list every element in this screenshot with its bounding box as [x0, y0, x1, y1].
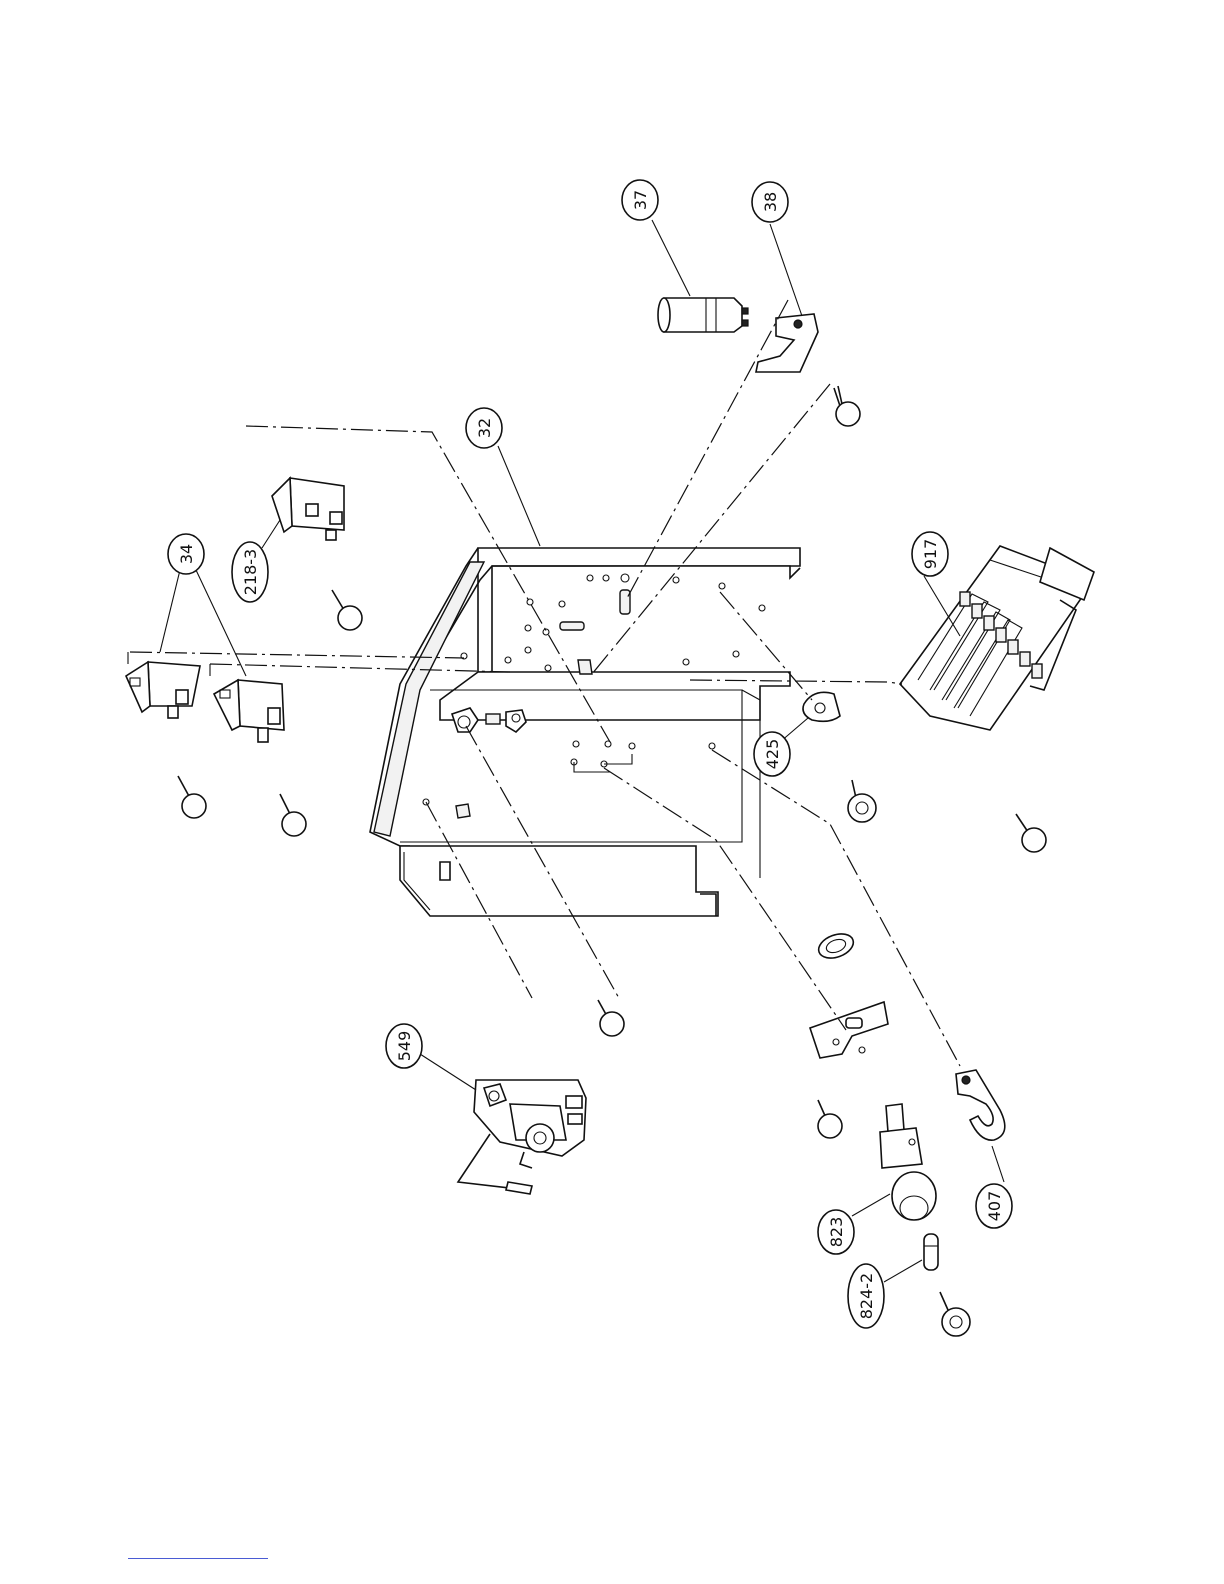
screw-icon-6 — [1016, 814, 1046, 852]
fuse-part-824-2 — [924, 1234, 938, 1270]
screw-icon-1 — [834, 386, 860, 426]
screw-icon-2 — [332, 590, 362, 630]
callout-549: 549 — [386, 1024, 422, 1068]
svg-text:824-2: 824-2 — [857, 1273, 876, 1320]
svg-text:823: 823 — [827, 1217, 846, 1248]
callout-917: 917 — [912, 532, 948, 576]
svg-text:917: 917 — [921, 539, 940, 570]
svg-text:38: 38 — [761, 192, 780, 212]
svg-text:425: 425 — [763, 739, 782, 770]
callout-407: 407 — [976, 1184, 1012, 1228]
svg-text:37: 37 — [631, 190, 650, 210]
hook-part-407 — [956, 1070, 1005, 1140]
clip-part-425 — [803, 692, 840, 721]
footer-rule — [128, 1558, 268, 1559]
callout-32: 32 — [466, 408, 502, 448]
screw-icon-3 — [178, 776, 206, 818]
capacitor-part-37 — [658, 298, 748, 332]
fuse-holder-part-823 — [880, 1104, 936, 1220]
svg-text:549: 549 — [395, 1031, 414, 1062]
switch-assembly-part-549 — [458, 1080, 586, 1194]
chassis-part-32 — [370, 548, 800, 916]
screw-icon-8 — [818, 1100, 842, 1138]
svg-text:407: 407 — [985, 1191, 1004, 1222]
screw-icon-5 — [848, 780, 876, 822]
relay-part-34-b — [214, 680, 284, 742]
callout-218-3: 218-3 — [232, 542, 268, 602]
relay-part-34-a — [126, 662, 200, 718]
callout-38: 38 — [752, 182, 788, 222]
screw-icon-9 — [940, 1292, 970, 1336]
callout-425: 425 — [754, 732, 790, 776]
svg-text:218-3: 218-3 — [241, 549, 260, 596]
callout-34: 34 — [168, 534, 204, 574]
callout-824-2: 824-2 — [848, 1264, 884, 1328]
screw-icon-4 — [280, 794, 306, 836]
svg-text:34: 34 — [177, 544, 196, 564]
screw-icon-7 — [598, 1000, 624, 1036]
callout-37: 37 — [622, 180, 658, 220]
relay-part-218-3 — [272, 478, 344, 540]
svg-text:32: 32 — [475, 418, 494, 438]
callout-823: 823 — [818, 1210, 854, 1254]
